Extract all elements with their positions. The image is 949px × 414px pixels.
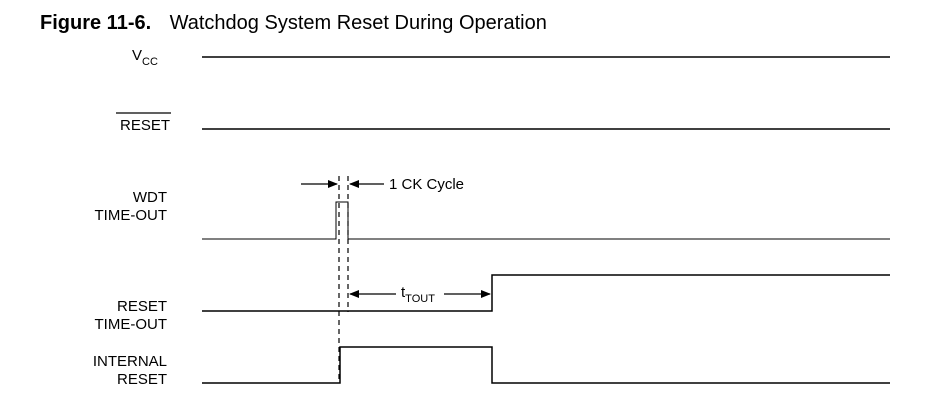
reset-timeout-label-line2: TIME-OUT [95, 316, 168, 333]
reset-label: RESET [120, 117, 170, 134]
wdt-timeout-label-line2: TIME-OUT [95, 207, 168, 224]
reset-timeout-waveform [202, 274, 890, 312]
ttout-label-sub: TOUT [405, 293, 435, 305]
vcc-label-main: V [132, 47, 142, 64]
ttout-label: tTOUT [401, 284, 435, 305]
figure-caption: Figure 11-6. Watchdog System Reset Durin… [40, 12, 547, 34]
wdt-timeout-waveform [202, 201, 890, 240]
internal-reset-waveform [202, 346, 890, 384]
internal-reset-label-line1: INTERNAL [93, 353, 167, 370]
vcc-label: VCC [132, 47, 158, 68]
figure-title: Watchdog System Reset During Operation [170, 12, 547, 34]
reset-timeout-label-line1: RESET [117, 298, 167, 315]
ck-cycle-label: 1 CK Cycle [389, 176, 464, 193]
internal-reset-label-line2: RESET [117, 371, 167, 388]
figure-number: Figure 11-6. [40, 12, 151, 34]
ttout-label-main: t [401, 284, 406, 301]
vcc-label-sub: CC [142, 56, 158, 68]
wdt-timeout-label-line1: WDT [133, 189, 167, 206]
